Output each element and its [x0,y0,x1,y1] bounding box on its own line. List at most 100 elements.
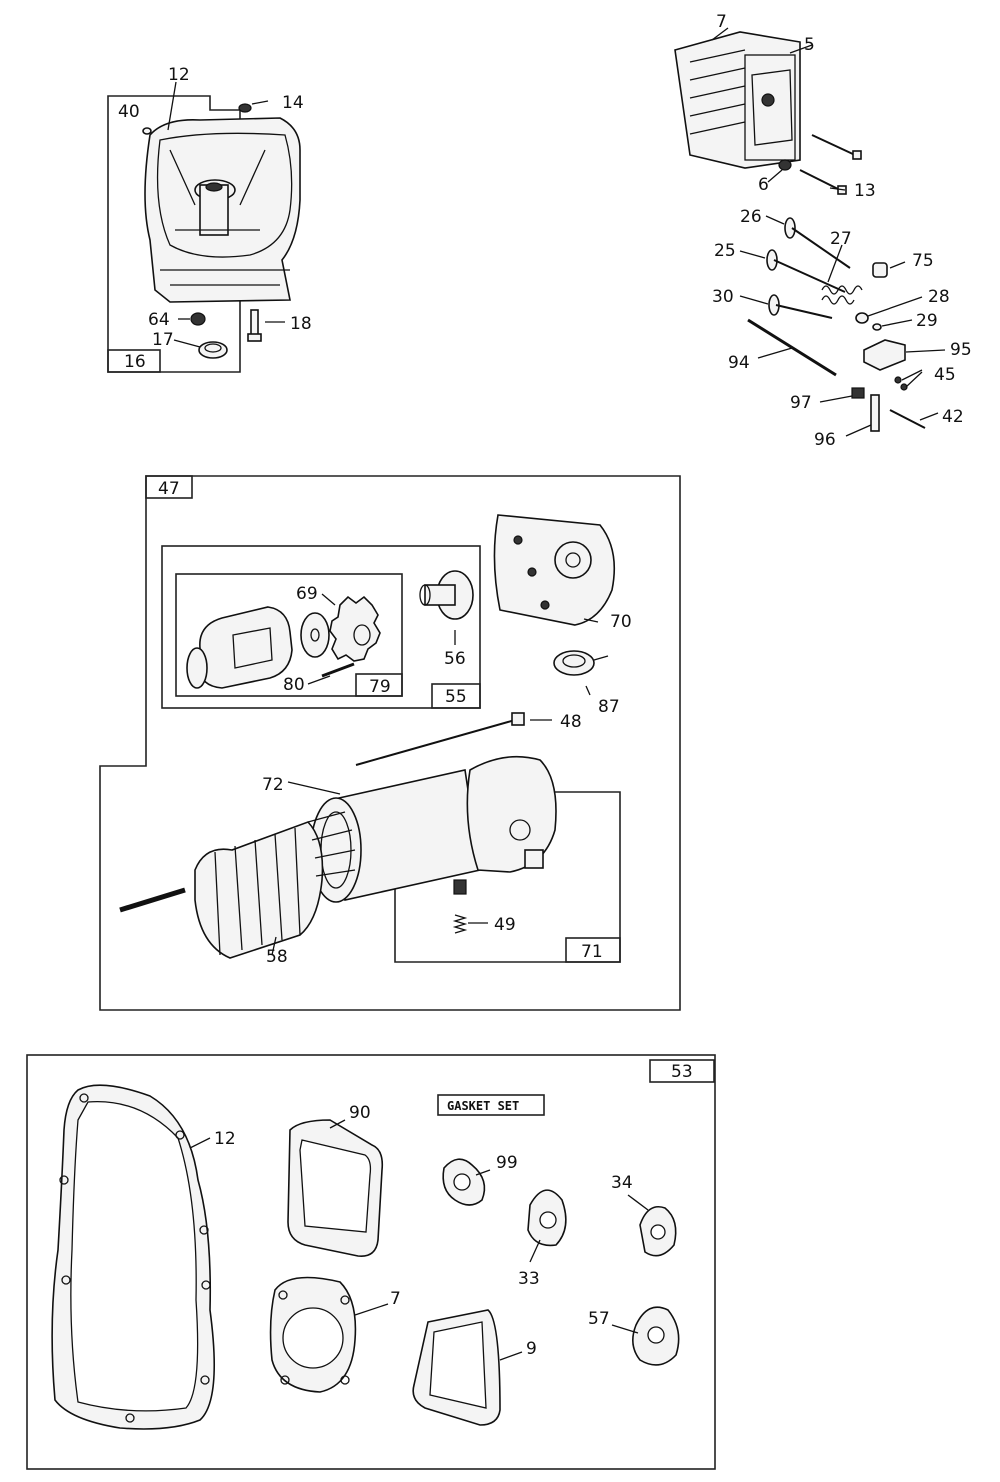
callout-94: 94 [728,353,750,373]
box-47-frame [99,475,681,1011]
part-97-drawing [851,387,865,399]
part-26-drawing [784,217,851,269]
part-13-drawing [799,134,862,195]
gasket-57-drawing [632,1306,680,1366]
callout-80: 80 [283,675,305,695]
callout-30: 30 [712,287,734,307]
callout-28: 28 [928,287,950,307]
callout-gasket-99: 99 [496,1153,518,1173]
callout-64: 64 [148,310,170,330]
callout-29: 29 [916,311,938,331]
part-80-drawing [321,662,355,678]
callout-75: 75 [912,251,934,271]
gasket-set-label-frame [437,1094,545,1116]
box-label-79: 79 [369,677,391,697]
part-25-drawing [766,249,846,293]
gasket-set-group [26,1054,716,1470]
callout-gasket-34: 34 [611,1173,633,1193]
pinion-gear-drawing [329,595,381,662]
part-6-drawing [778,159,792,171]
part-14-drawing [238,103,252,113]
starter-group [99,475,681,1011]
box-label-47: 47 [158,479,180,499]
callout-58: 58 [266,947,288,967]
box-79-frame [175,573,403,697]
part-29-drawing [872,323,882,331]
box-47-label-frame [145,475,193,499]
cylinder-head-group [674,27,946,437]
part-40-drawing [142,127,152,135]
callout-42: 42 [942,407,964,427]
callout-gasket-90: 90 [349,1103,371,1123]
part-95-drawing [863,339,906,371]
part-75-drawing [872,262,888,278]
callout-87: 87 [598,697,620,717]
box-71-label-frame [565,937,621,963]
callout-gasket-7: 7 [390,1289,401,1309]
gasket-34-drawing [639,1206,677,1257]
part-69-drawing [300,612,330,658]
drive-sleeve-drawing [186,606,293,689]
part-71-drawing [453,755,557,895]
crankcase-group [107,81,301,373]
part-27-drawing [821,285,863,305]
callout-96: 96 [814,430,836,450]
callout-56: 56 [444,649,466,669]
box-53-frame [26,1054,716,1470]
callout-40: 40 [118,102,140,122]
callout-70: 70 [610,612,632,632]
gasket-set-label: GASKET SET [447,1099,519,1113]
callout-gasket-12: 12 [214,1129,236,1149]
callout-48: 48 [560,712,582,732]
gasket-9-drawing [412,1309,501,1426]
callout-14: 14 [282,93,304,113]
gasket-99-drawing [442,1158,486,1206]
callout-18: 18 [290,314,312,334]
part-72-drawing [310,769,481,903]
callout-gasket-57: 57 [588,1309,610,1329]
part-96-drawing [870,394,880,432]
cylinder-head-drawing [674,31,801,169]
gasket-7-drawing [269,1276,357,1393]
gasket-33-drawing [527,1189,567,1247]
callout-45: 45 [934,365,956,385]
callout-69: 69 [296,584,318,604]
part-58-drawing [119,811,356,959]
part-18-drawing [247,309,262,342]
callout-95: 95 [950,340,972,360]
callout-12: 12 [168,65,190,85]
box-labels: 16 47 79 55 71 53 GASKET SET [124,352,693,1113]
callout-gasket-33: 33 [518,1269,540,1289]
box-55-frame [161,545,481,709]
box-label-71: 71 [581,942,603,962]
part-48-drawing [355,712,525,766]
callout-27: 27 [830,229,852,249]
part-17-drawing [198,341,228,359]
gasket-12-drawing [51,1084,216,1430]
part-87-drawing [553,650,609,676]
callout-72: 72 [262,775,284,795]
callout-gasket-9: 9 [526,1339,537,1359]
part-30-drawing [768,294,833,319]
part-64-drawing [190,312,206,326]
callout-26: 26 [740,207,762,227]
part-28-drawing [855,312,869,324]
part-49-drawing [452,914,468,934]
gasket-90-drawing [287,1119,384,1257]
box-79-label-frame [355,673,403,697]
crankcase-drawing [144,117,301,303]
callout-5: 5 [804,35,815,55]
callout-49: 49 [494,915,516,935]
box-label-53: 53 [671,1062,693,1082]
box-55-label-frame [431,683,481,709]
box-label-55: 55 [445,687,467,707]
box-label-16: 16 [124,352,146,372]
part-94-drawing [747,318,837,377]
callout-25: 25 [714,241,736,261]
part-56-drawing [419,570,474,620]
part-45-drawing [894,376,908,391]
callout-97: 97 [790,393,812,413]
box-53-label-frame [649,1059,715,1083]
